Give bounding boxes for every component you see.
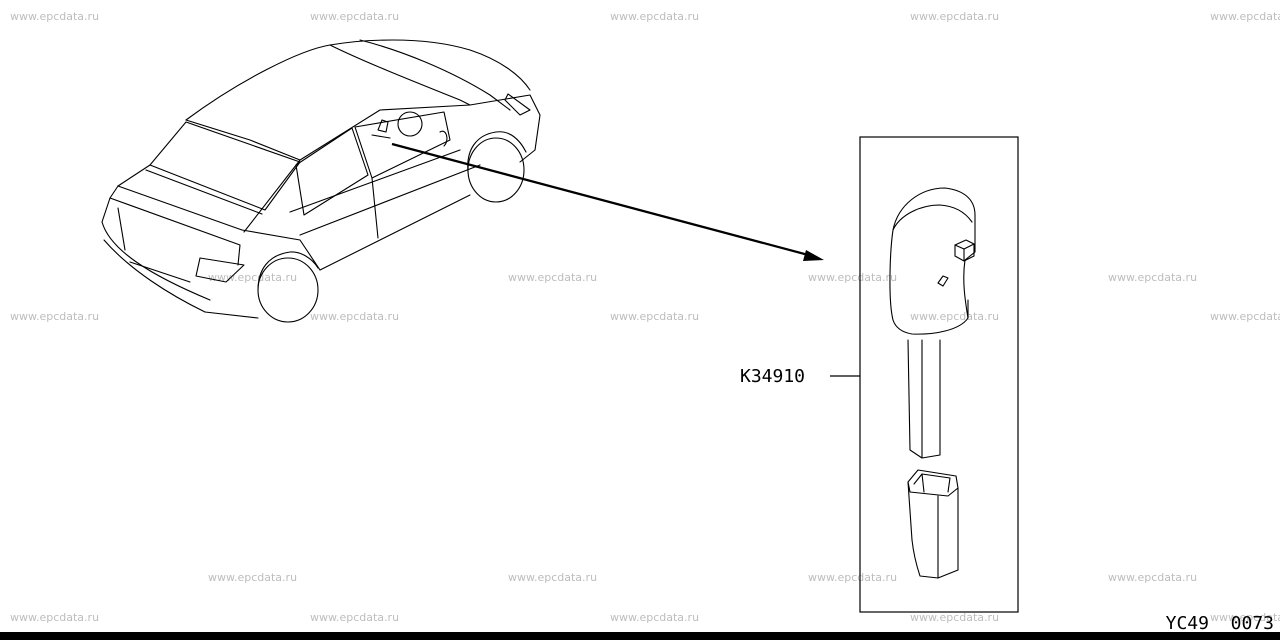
watermark: www.epcdata.ru xyxy=(610,10,700,23)
watermark: www.epcdata.ru xyxy=(1210,10,1280,23)
bottom-border xyxy=(0,632,1280,640)
watermark: www.epcdata.ru xyxy=(910,310,1000,323)
watermark: www.epcdata.ru xyxy=(808,571,898,584)
watermark: www.epcdata.ru xyxy=(208,571,298,584)
watermark: www.epcdata.ru xyxy=(310,611,400,624)
watermark: www.epcdata.ru xyxy=(10,10,100,23)
watermark: www.epcdata.ru xyxy=(610,310,700,323)
watermark: www.epcdata.ru xyxy=(10,611,100,624)
vehicle-illustration xyxy=(101,39,541,323)
watermark: www.epcdata.ru xyxy=(310,310,400,323)
watermark: www.epcdata.ru xyxy=(208,271,298,284)
watermark: www.epcdata.ru xyxy=(610,611,700,624)
diagram-code: YC49 0073 xyxy=(1165,613,1274,634)
watermark: www.epcdata.ru xyxy=(910,10,1000,23)
part-number-label: K34910 xyxy=(740,366,806,387)
shift-knob xyxy=(889,187,976,459)
watermark: www.epcdata.ru xyxy=(910,611,1000,624)
watermark: www.epcdata.ru xyxy=(1210,611,1280,624)
watermark: www.epcdata.ru xyxy=(10,310,100,323)
shift-boot-cover xyxy=(907,469,959,579)
watermark: www.epcdata.ru xyxy=(1108,271,1198,284)
watermark: www.epcdata.ru xyxy=(508,571,598,584)
watermark: www.epcdata.ru xyxy=(1108,571,1198,584)
leader-arrow xyxy=(391,142,824,261)
watermark: www.epcdata.ru xyxy=(1210,310,1280,323)
watermark: www.epcdata.ru xyxy=(310,10,400,23)
watermark: www.epcdata.ru xyxy=(808,271,898,284)
watermark: www.epcdata.ru xyxy=(508,271,598,284)
part-frame xyxy=(859,136,1019,613)
